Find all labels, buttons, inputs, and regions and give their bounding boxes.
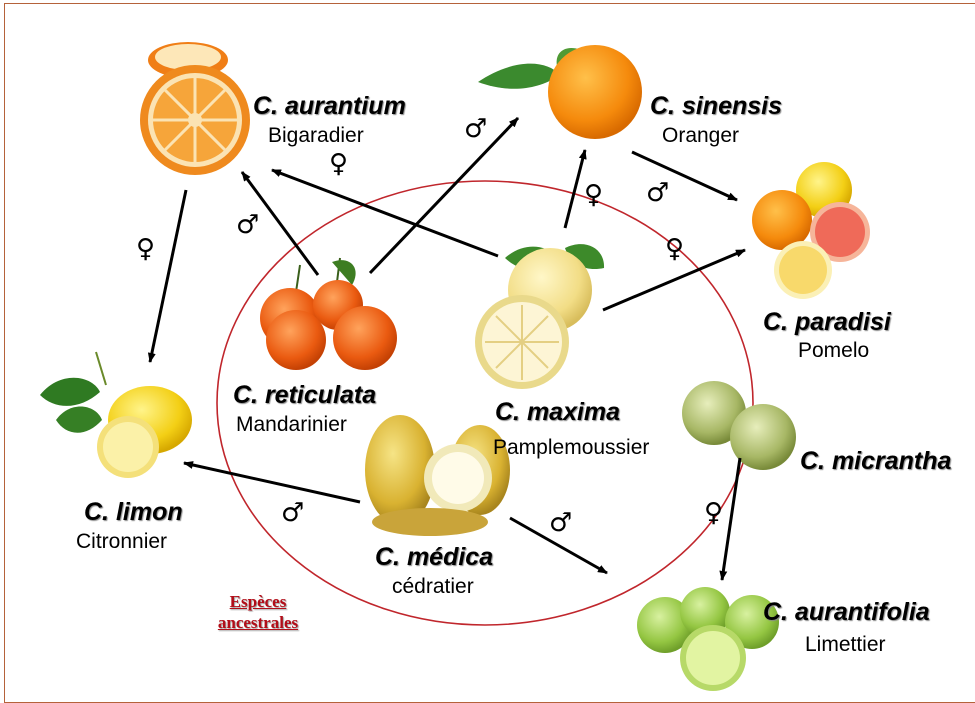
aurantium-fruit-image	[140, 42, 250, 175]
medica-fruit-image	[365, 415, 510, 536]
female-symbol: ♀	[665, 236, 684, 262]
aurantifolia-common-name: Limettier	[805, 633, 886, 657]
aurantium-common-name: Bigaradier	[268, 124, 364, 148]
medica-common-name: cédratier	[392, 575, 474, 599]
maxima-latin-name: C. maxima	[495, 398, 620, 427]
male-symbol: ♂	[464, 116, 487, 142]
sinensis-fruit-image	[478, 45, 642, 139]
maxima-common-name: Pamplemoussier	[493, 436, 649, 460]
sinensis-latin-name: C. sinensis	[650, 92, 782, 121]
aurantium-latin-name: C. aurantium	[253, 92, 406, 121]
female-symbol: ♀	[704, 500, 723, 526]
medica-latin-name: C. médica	[375, 543, 493, 572]
male-symbol: ♂	[549, 510, 572, 536]
micrantha-fruit-image	[682, 381, 796, 470]
paradisi-fruit-image	[752, 162, 870, 299]
paradisi-latin-name: C. paradisi	[763, 308, 891, 337]
reticulata-latin-name: C. reticulata	[233, 381, 376, 410]
maxima-fruit-image	[475, 244, 604, 389]
limon-fruit-image	[40, 352, 192, 478]
reticulata-fruit-image	[260, 258, 397, 370]
arrow-maxima-to-sinensis	[565, 150, 585, 228]
female-symbol: ♀	[136, 236, 155, 262]
legend-line-2: ancestrales	[199, 612, 317, 633]
arrow-maxima-to-aurantium	[272, 170, 498, 256]
aurantifolia-latin-name: C. aurantifolia	[763, 598, 930, 627]
limon-latin-name: C. limon	[84, 498, 183, 527]
reticulata-common-name: Mandarinier	[236, 413, 347, 437]
female-symbol: ♀	[584, 182, 603, 208]
legend-line-1: Espèces	[199, 591, 317, 612]
paradisi-common-name: Pomelo	[798, 339, 869, 363]
arrow-micrantha-to-aurantifolia	[722, 458, 740, 580]
male-symbol: ♂	[646, 180, 669, 206]
male-symbol: ♂	[281, 500, 304, 526]
arrow-aurantium-to-limon	[150, 190, 186, 362]
limon-common-name: Citronnier	[76, 530, 167, 554]
female-symbol: ♀	[329, 151, 348, 177]
sinensis-common-name: Oranger	[662, 124, 739, 148]
ancestral-species-legend: Espèces ancestrales	[199, 591, 317, 634]
micrantha-latin-name: C. micrantha	[800, 447, 951, 476]
male-symbol: ♂	[236, 212, 259, 238]
aurantifolia-fruit-image	[637, 587, 779, 691]
arrow-medica-to-limon	[184, 463, 360, 502]
